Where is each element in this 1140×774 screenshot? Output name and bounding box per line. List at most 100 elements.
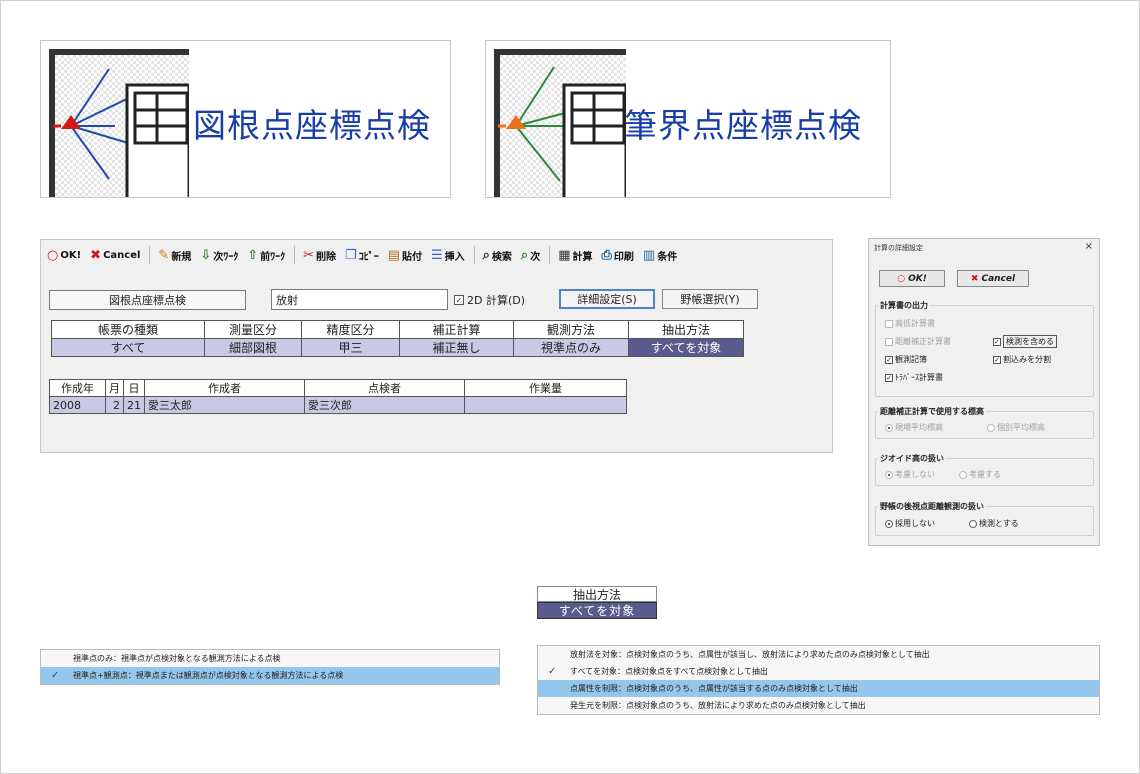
include-check-checkbox[interactable]: ✓検測を含める bbox=[993, 335, 1057, 348]
toolbar-separator bbox=[294, 246, 296, 264]
list-item-label: すべてを対象：点検対象点をすべて点検対象として抽出 bbox=[570, 667, 768, 676]
survey-table-logo bbox=[494, 49, 626, 197]
col-header: 観測方法 bbox=[513, 320, 629, 339]
next-sheet-button[interactable]: ⇩次ﾜｰｸ bbox=[200, 247, 239, 263]
extraction-method-cell[interactable]: すべてを対象 bbox=[628, 338, 744, 357]
elevation-group: 距離補正計算で使用する標高 bbox=[875, 406, 1094, 439]
elevation-each-radio[interactable]: 個別平均標高 bbox=[987, 422, 1045, 433]
close-icon[interactable]: × bbox=[1084, 241, 1093, 252]
toolbar: ○OK! ✖Cancel ✎新規 ⇩次ﾜｰｸ ⇧前ﾜｰｸ ✂削除 ❐ｺﾋﾟｰ ▤… bbox=[41, 240, 834, 270]
option-label: 高低計算書 bbox=[895, 319, 935, 328]
copy-button[interactable]: ❐ｺﾋﾟｰ bbox=[345, 247, 379, 263]
author-cell[interactable]: 愛三太郎 bbox=[144, 396, 305, 414]
high-precision-checkbox[interactable]: 高低計算書 bbox=[885, 318, 935, 329]
condition-button[interactable]: ▥条件 bbox=[642, 247, 678, 263]
calc-button[interactable]: ▦計算 bbox=[558, 247, 593, 263]
print-button[interactable]: ⎙印刷 bbox=[601, 247, 634, 263]
survey-table-logo bbox=[49, 49, 189, 197]
day-cell[interactable]: 21 bbox=[123, 396, 145, 414]
radio-icon bbox=[969, 519, 977, 528]
list-item-label: 放射法を対象：点検対象点のうち、点属性が該当し、放射法により求めた点のみ点検対象… bbox=[570, 650, 930, 659]
toolbar-separator bbox=[549, 246, 551, 264]
extraction-method-value[interactable]: すべてを対象 bbox=[537, 602, 657, 619]
insert-button[interactable]: ☰挿入 bbox=[430, 247, 465, 263]
year-cell[interactable]: 2008 bbox=[49, 396, 106, 414]
printer-icon: ⎙ bbox=[601, 247, 612, 263]
dialog-ok-label: OK! bbox=[908, 273, 927, 284]
col-header: 日 bbox=[123, 379, 145, 397]
checkbox-checked-icon: ✓ bbox=[885, 373, 893, 382]
col-header: 抽出方法 bbox=[628, 320, 744, 339]
field-check-radio[interactable]: 検測とする bbox=[969, 518, 1019, 529]
month-cell[interactable]: 2 bbox=[105, 396, 124, 414]
traverse-checkbox[interactable]: ✓ﾄﾗﾊﾞｰｽ計算書 bbox=[885, 372, 943, 383]
split-insert-checkbox[interactable]: ✓割込みを分割 bbox=[993, 354, 1051, 365]
col-header: 作成年 bbox=[49, 379, 106, 397]
field-book-group: 野帳の後視点距離観測の扱い bbox=[875, 501, 1094, 536]
col-header: 精度区分 bbox=[301, 320, 400, 339]
checkbox-checked-icon: ✓ bbox=[885, 355, 893, 364]
new-button[interactable]: ✎新規 bbox=[158, 247, 192, 263]
scissors-icon: ✂ bbox=[303, 247, 315, 263]
elevation-site-radio[interactable]: 現場平均標高 bbox=[885, 422, 943, 433]
list-item[interactable]: 発生元を制限：点検対象点のうち、放射法により求めた点のみ点検対象として抽出 bbox=[538, 697, 1099, 714]
clipboard-icon: ▤ bbox=[387, 247, 400, 263]
field-book-select-button[interactable]: 野帳選択(Y) bbox=[662, 289, 758, 309]
author-table: 作成年 月 日 作成者 点検者 作業量 2008 2 21 愛三太郎 愛三次郎 bbox=[49, 379, 627, 414]
observation-record-checkbox[interactable]: ✓観測記簿 bbox=[885, 354, 927, 365]
inspector-cell[interactable]: 愛三次郎 bbox=[304, 396, 465, 414]
geoid-yes-radio[interactable]: 考慮する bbox=[959, 469, 1001, 480]
banner-title: 筆界点座標点検 bbox=[624, 106, 862, 145]
calc-2d-label: 2D 計算(D) bbox=[467, 294, 526, 307]
detail-settings-button[interactable]: 詳細設定(S) bbox=[559, 289, 655, 309]
field-no-radio[interactable]: 採用しない bbox=[885, 518, 935, 529]
option-label: 考慮しない bbox=[895, 470, 935, 479]
checkbox-checked-icon: ✓ bbox=[454, 295, 464, 305]
observation-method-cell[interactable]: 視準点のみ bbox=[513, 338, 629, 357]
col-header: 作成者 bbox=[144, 379, 305, 397]
condition-icon: ▥ bbox=[642, 247, 656, 263]
paste-button[interactable]: ▤貼付 bbox=[387, 247, 422, 263]
search-next-button[interactable]: ⌕次 bbox=[520, 247, 541, 263]
list-item-label: 点属性を制限：点検対象点のうち、点属性が該当する点のみ点検対象として抽出 bbox=[570, 684, 858, 693]
dialog-ok-button[interactable]: ○ OK! bbox=[879, 270, 945, 287]
group-label: 野帳の後視点距離観測の扱い bbox=[878, 501, 986, 512]
geoid-group: ジオイド高の扱い bbox=[875, 453, 1094, 486]
survey-class-cell[interactable]: 細部図根 bbox=[204, 338, 302, 357]
geoid-no-radio[interactable]: 考慮しない bbox=[885, 469, 935, 480]
logo-banner-control-point: 図根点座標点検 bbox=[40, 40, 451, 198]
cancel-button[interactable]: ✖Cancel bbox=[90, 247, 141, 263]
extraction-method-header: 抽出方法 bbox=[537, 586, 657, 602]
output-group: 計算書の出力 bbox=[875, 300, 1094, 397]
workload-cell[interactable] bbox=[464, 396, 627, 414]
list-item-highlighted[interactable]: 点属性を制限：点検対象点のうち、点属性が該当する点のみ点検対象として抽出 bbox=[538, 680, 1099, 697]
checkbox-icon bbox=[885, 319, 893, 328]
delete-button[interactable]: ✂削除 bbox=[303, 247, 337, 263]
option-label: 検測を含める bbox=[1003, 335, 1057, 348]
distance-correction-checkbox[interactable]: 距離補正計算書 bbox=[885, 336, 951, 347]
col-header: 帳票の種類 bbox=[51, 320, 205, 339]
calculator-icon: ▦ bbox=[558, 247, 571, 263]
list-item[interactable]: 視準点のみ：視準点が点検対象となる観測方法による点検 bbox=[41, 650, 499, 667]
option-label: 採用しない bbox=[895, 519, 935, 528]
prev-sheet-button[interactable]: ⇧前ﾜｰｸ bbox=[247, 247, 286, 263]
search-next-icon: ⌕ bbox=[520, 247, 529, 263]
list-item-label: 視準点のみ：視準点が点検対象となる観測方法による点検 bbox=[73, 654, 281, 663]
accuracy-class-cell[interactable]: 甲三 bbox=[301, 338, 400, 357]
correction-cell[interactable]: 補正無し bbox=[399, 338, 514, 357]
dialog-title: 計算の詳細設定 bbox=[874, 244, 923, 252]
ok-button[interactable]: ○OK! bbox=[47, 247, 82, 263]
calc-2d-checkbox[interactable]: ✓ 2D 計算(D) bbox=[454, 290, 525, 310]
dialog-cancel-button[interactable]: ✖ Cancel bbox=[957, 270, 1029, 287]
list-item-selected[interactable]: ✓ 視準点+観測点：視準点または観測点が点検対象となる観測方法による点検 bbox=[41, 667, 499, 684]
circle-icon: ○ bbox=[897, 273, 906, 284]
report-type-cell[interactable]: すべて bbox=[51, 338, 205, 357]
list-item[interactable]: 放射法を対象：点検対象点のうち、点属性が該当し、放射法により求めた点のみ点検対象… bbox=[538, 646, 1099, 663]
check-icon: ✓ bbox=[548, 666, 557, 677]
detail-settings-dialog: 計算の詳細設定 × ○ OK! ✖ Cancel 計算書の出力 高低計算書 距離… bbox=[868, 238, 1100, 546]
option-label: 割込みを分割 bbox=[1003, 355, 1051, 364]
list-item-checked[interactable]: ✓ すべてを対象：点検対象点をすべて点検対象として抽出 bbox=[538, 663, 1099, 680]
search-button[interactable]: ⌕検索 bbox=[482, 247, 512, 263]
name-input[interactable]: 放射 bbox=[271, 289, 448, 310]
col-header: 補正計算 bbox=[399, 320, 514, 339]
